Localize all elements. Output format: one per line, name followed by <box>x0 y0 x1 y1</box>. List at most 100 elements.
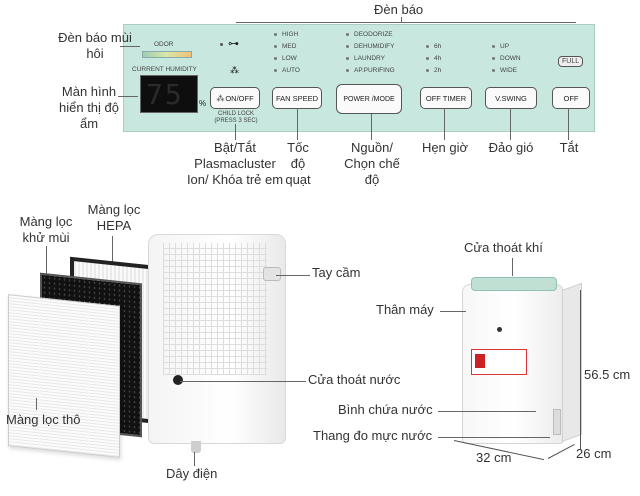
power-label: POWER /MODE <box>343 95 395 103</box>
humidity-digits: 75 <box>146 78 184 111</box>
percent-sign: % <box>199 99 207 108</box>
sticker-badge <box>475 354 485 368</box>
swing-down: DOWN <box>500 55 521 62</box>
den-bao-bracket <box>236 22 576 23</box>
arrow-toc-do <box>297 108 298 140</box>
unit-front-view <box>462 277 564 444</box>
label-den-bao-mui-hoi: Đèn báo mùi hôi <box>58 30 132 61</box>
arrow-tay-cam <box>276 275 310 276</box>
arrow-thang-do <box>438 437 550 438</box>
off-label: OFF <box>563 93 579 103</box>
swing-wide: WIDE <box>500 67 517 74</box>
dim-depth: 26 cm <box>576 446 612 461</box>
height-dimension-line <box>580 290 581 450</box>
arrow-cua-thoat-nuoc <box>180 381 306 382</box>
timer-indicators: 6h 4h 2h <box>426 43 441 79</box>
timer-2h: 2h <box>434 67 442 74</box>
label-mang-loc-hepa: Màng lọc HEPA <box>87 202 141 233</box>
label-cua-thoat-nuoc: Cửa thoát nước <box>308 372 401 387</box>
arrow-hepa <box>112 236 113 264</box>
fan-speed-button[interactable]: FAN SPEED <box>272 87 322 109</box>
lock-dot <box>220 43 223 46</box>
pre-filter <box>8 294 120 458</box>
handle-slot <box>263 267 281 281</box>
depth-dimension-line <box>547 443 575 459</box>
air-outlet-top <box>471 277 557 291</box>
timer-6h: 6h <box>434 43 442 50</box>
child-lock-label: CHILD LOCK (PRESS 3 SEC) <box>214 111 258 124</box>
fan-speed-indicators: HIGH MED LOW AUTO <box>274 31 300 79</box>
current-humidity-label: CURRENT HUMIDITY <box>132 66 197 73</box>
fan-low: LOW <box>282 55 297 62</box>
off-button[interactable]: OFF <box>552 87 590 109</box>
mode-deodorize: DEODORIZE <box>354 31 393 38</box>
arrow-khu-mui <box>46 246 47 278</box>
label-day-dien: Dây điện <box>166 466 218 481</box>
fan-high: HIGH <box>282 31 299 38</box>
onoff-button[interactable]: ⁂ ON/OFF <box>210 87 260 109</box>
arrow-dao-gio <box>510 108 511 140</box>
onoff-label: ON/OFF <box>225 93 254 103</box>
arrow-mui-hoi <box>120 46 140 47</box>
arrow-binh-chua <box>438 411 536 412</box>
label-nguon: Nguồn/ Chọn chế độ <box>344 140 400 187</box>
arrow-tat <box>568 108 569 140</box>
arrow-day-dien <box>194 452 195 466</box>
swing-indicators: UP DOWN WIDE <box>492 43 521 79</box>
mode-indicators: DEODORIZE DEHUMIDIFY LAUNDRY AP.PURIFING <box>346 31 395 79</box>
key-icon: ⊶ <box>228 38 239 50</box>
arrow-man-hinh <box>118 96 138 97</box>
mode-air-purifying: AP.PURIFING <box>354 67 395 74</box>
vswing-button[interactable]: V.SWING <box>485 87 537 109</box>
label-mang-loc-khu-mui: Màng lọc khử mùi <box>19 214 73 245</box>
arrow-tho <box>36 398 37 410</box>
arrow-than-may <box>440 311 466 312</box>
swing-up: UP <box>500 43 510 50</box>
vswing-label: V.SWING <box>495 93 527 103</box>
label-den-bao: Đèn báo <box>374 2 424 17</box>
full-indicator: FULL <box>558 56 584 67</box>
arrow-cua-thoat-khi <box>512 258 513 276</box>
label-mang-loc-tho: Màng lọc thô <box>6 412 81 427</box>
power-mode-button[interactable]: POWER /MODE <box>336 84 402 114</box>
fan-med: MED <box>282 43 297 50</box>
label-man-hinh: Màn hình hiển thị độ ẩm <box>59 84 119 131</box>
brand-logo-dot <box>497 327 502 332</box>
fan-auto: AUTO <box>282 67 300 74</box>
humidity-display: 75 <box>140 75 198 113</box>
label-binh-chua-nuoc: Bình chứa nước <box>338 402 433 417</box>
label-toc-do: Tốc độ quạt <box>285 140 311 187</box>
timer-4h: 4h <box>434 55 442 62</box>
arrow-hen-gio <box>444 108 445 140</box>
plasmacluster-icon: ⁂ <box>230 65 239 75</box>
label-tay-cam: Tay cầm <box>312 265 361 280</box>
fan-speed-label: FAN SPEED <box>275 93 319 103</box>
den-bao-tick <box>401 17 402 23</box>
front-sticker <box>471 349 527 375</box>
off-timer-button[interactable]: OFF TIMER <box>420 87 472 109</box>
unit-side-panel <box>562 282 582 442</box>
mode-dehumidify: DEHUMIDIFY <box>354 43 395 50</box>
label-dao-gio: Đảo gió <box>488 140 534 155</box>
dim-height: 56.5 cm <box>584 367 631 382</box>
arrow-bat-tat <box>235 124 236 140</box>
label-tat: Tắt <box>559 140 579 155</box>
plasmacluster-btn-icon: ⁂ <box>216 93 225 103</box>
water-level-window <box>553 409 561 435</box>
control-panel: ODOR CURRENT HUMIDITY 75 % ⊶ ⁂ HIGH MED … <box>123 24 595 132</box>
mode-laundry: LAUNDRY <box>354 55 385 62</box>
label-hen-gio: Hẹn giờ <box>421 140 469 155</box>
odor-indicator-bar <box>142 51 192 58</box>
label-cua-thoat-khi: Cửa thoát khí <box>464 240 543 255</box>
odor-label: ODOR <box>154 41 174 48</box>
unit-back-view <box>148 234 286 453</box>
drain-port <box>173 375 183 385</box>
label-than-may: Thân máy <box>376 302 434 317</box>
label-thang-do: Thang đo mực nước <box>313 428 433 443</box>
label-bat-tat: Bật/Tắt Plasmacluster Ion/ Khóa trẻ em <box>186 140 284 187</box>
power-cord-stub <box>191 441 201 453</box>
off-timer-label: OFF TIMER <box>425 93 467 103</box>
rear-grille <box>163 243 267 375</box>
dim-width: 32 cm <box>476 450 512 465</box>
arrow-nguon <box>371 114 372 140</box>
